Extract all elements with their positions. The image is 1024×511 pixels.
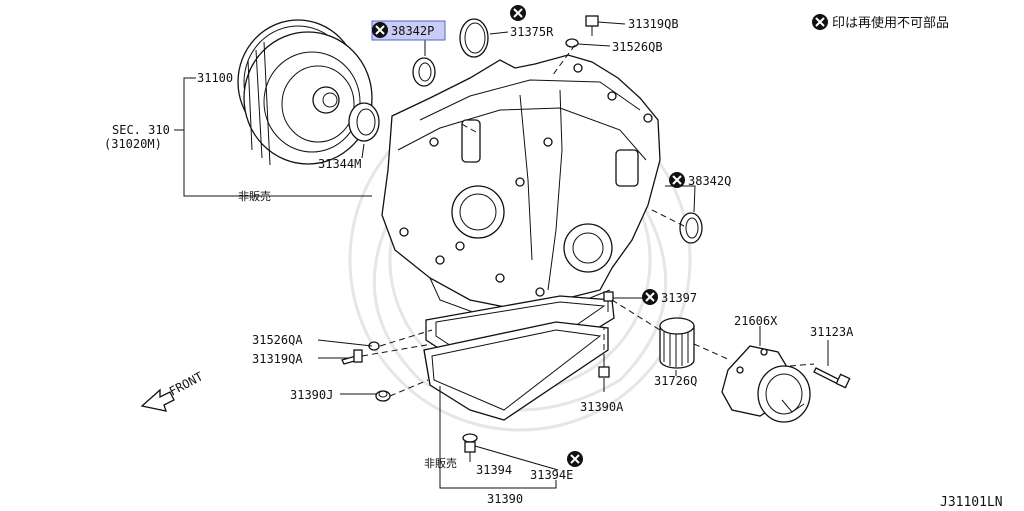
torque-converter bbox=[237, 19, 373, 166]
label-31344M: 31344M bbox=[318, 157, 361, 171]
no-reuse-x-icon bbox=[669, 172, 685, 188]
no-reuse-x-icon bbox=[567, 451, 583, 467]
label-31397: 31397 bbox=[661, 291, 697, 305]
label-31394: 31394 bbox=[476, 463, 512, 477]
no-reuse-x-icon bbox=[372, 22, 388, 38]
highlighted-part-box bbox=[371, 20, 446, 41]
oil-pan-31390 bbox=[423, 321, 609, 421]
label-31526QA: 31526QA bbox=[252, 333, 303, 347]
label-not-sold-upper: 非販売 bbox=[238, 190, 271, 203]
washer-31526QB bbox=[565, 38, 579, 48]
bolt-31397 bbox=[603, 291, 614, 312]
label-31319QA: 31319QA bbox=[252, 352, 303, 366]
no-reuse-x-icon bbox=[642, 289, 658, 305]
drain-plug-31319QB bbox=[585, 15, 599, 36]
seal-38342P bbox=[412, 57, 436, 87]
legend-no-reuse-x-icon bbox=[812, 14, 828, 30]
label-31390J: 31390J bbox=[290, 388, 333, 402]
legend-text: 印は再使用不可部品 bbox=[832, 15, 949, 31]
drawing-number: J31101LN bbox=[940, 495, 1003, 510]
o-ring-31375R bbox=[459, 18, 489, 58]
label-31390A: 31390A bbox=[580, 400, 624, 414]
seal-38342Q bbox=[679, 212, 703, 244]
bolt-31390J bbox=[375, 390, 391, 402]
label-not-sold-lower: 非販売 bbox=[424, 457, 457, 470]
label-31123A: 31123A bbox=[810, 325, 854, 339]
dashed-assembly-lines bbox=[361, 44, 815, 397]
label-31319QB: 31319QB bbox=[628, 17, 679, 31]
label-31526QB: 31526QB bbox=[612, 40, 663, 54]
label-sec-310: SEC. 310 bbox=[112, 123, 170, 137]
label-38342Q: 38342Q bbox=[688, 174, 731, 188]
label-38342P: 38342P bbox=[391, 24, 434, 38]
oil-filter-31726Q bbox=[659, 317, 695, 369]
label-31375R: 31375R bbox=[510, 25, 554, 39]
no-reuse-x-icon bbox=[510, 5, 526, 21]
front-arrow-icon bbox=[140, 388, 175, 412]
transmission-case bbox=[381, 54, 661, 323]
label-21606X: 21606X bbox=[734, 314, 778, 328]
front-label: FRONT bbox=[167, 369, 205, 398]
label-31390: 31390 bbox=[487, 492, 523, 506]
oil-cooler-21606X bbox=[721, 345, 811, 423]
label-31394E: 31394E bbox=[530, 468, 573, 482]
label-31726Q: 31726Q bbox=[654, 374, 697, 388]
plug-31319QA bbox=[341, 349, 363, 365]
drain-plug-31394 bbox=[462, 433, 478, 453]
bolt-31123A bbox=[813, 367, 851, 389]
label-31020M: (31020M) bbox=[104, 137, 162, 151]
seal-31344M bbox=[348, 102, 380, 142]
label-31100: 31100 bbox=[197, 71, 233, 85]
